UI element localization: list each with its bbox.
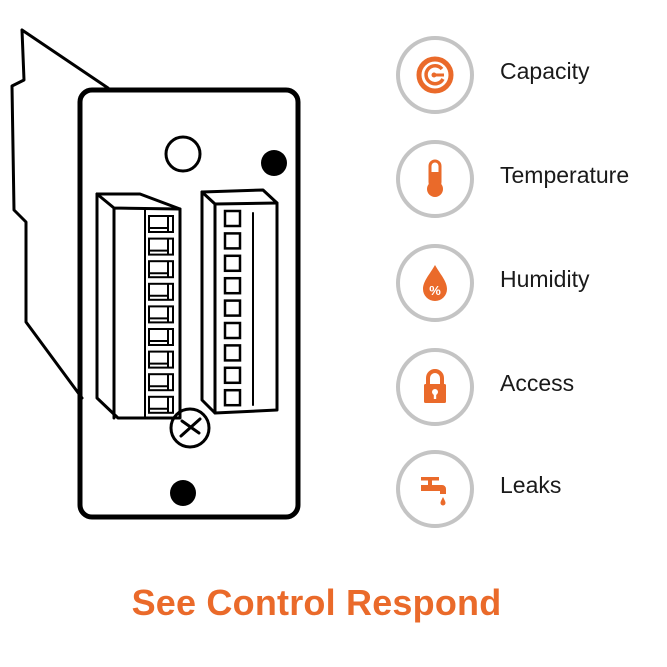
terminal-slot xyxy=(223,299,242,317)
terminal-slot xyxy=(148,328,174,346)
terminal-slot xyxy=(223,209,242,228)
terminal-slots-right xyxy=(223,209,242,407)
feature-humidity: % Humidity xyxy=(396,244,667,328)
terminal-slot xyxy=(223,254,242,273)
terminal-slot xyxy=(223,344,242,362)
terminal-slot xyxy=(148,350,174,369)
terminal-slot xyxy=(148,373,174,392)
faucet-drip-icon xyxy=(421,477,446,506)
svg-text:%: % xyxy=(429,283,441,298)
terminal-slot xyxy=(223,321,242,340)
feature-icon-ring xyxy=(396,348,474,426)
screw xyxy=(169,407,211,449)
sensor-module-illustration xyxy=(10,28,301,520)
tagline: See Control Respond xyxy=(131,582,502,623)
feature-access: Access xyxy=(396,348,667,432)
feature-leaks: Leaks xyxy=(396,450,667,534)
feature-icon-ring xyxy=(396,140,474,218)
mounting-bracket xyxy=(10,28,110,400)
mounting-hole-filled-bottom xyxy=(170,480,196,506)
gauge-icon xyxy=(416,56,454,94)
terminal-slot xyxy=(148,215,174,233)
feature-icon-ring xyxy=(396,450,474,528)
faceplate xyxy=(77,87,301,520)
terminal-slot xyxy=(148,237,174,256)
feature-label: Leaks xyxy=(500,472,562,498)
terminal-slot xyxy=(148,260,174,279)
mounting-hole-filled-top xyxy=(261,150,287,176)
feature-label: Humidity xyxy=(500,266,590,292)
terminal-slot xyxy=(148,395,174,414)
mounting-hole-top xyxy=(164,135,202,173)
thermometer-icon xyxy=(427,159,443,197)
terminal-block-left xyxy=(95,192,182,420)
feature-icon-ring xyxy=(396,36,474,114)
terminal-block-right xyxy=(200,188,279,415)
feature-label: Temperature xyxy=(500,162,630,188)
terminal-slot xyxy=(223,276,242,295)
terminal-slot xyxy=(223,388,242,407)
terminal-slot xyxy=(223,366,242,385)
feature-label: Access xyxy=(500,370,575,396)
feature-temperature: Temperature xyxy=(396,140,667,224)
feature-capacity: Capacity xyxy=(396,36,667,120)
feature-icon-ring: % xyxy=(396,244,474,322)
padlock-icon xyxy=(424,369,446,403)
feature-label: Capacity xyxy=(500,58,590,84)
terminal-slots-left xyxy=(148,215,174,414)
water-drop-percent-icon: % xyxy=(423,265,447,301)
terminal-slot xyxy=(148,305,174,324)
terminal-slot xyxy=(148,282,174,301)
terminal-slot xyxy=(223,232,242,250)
